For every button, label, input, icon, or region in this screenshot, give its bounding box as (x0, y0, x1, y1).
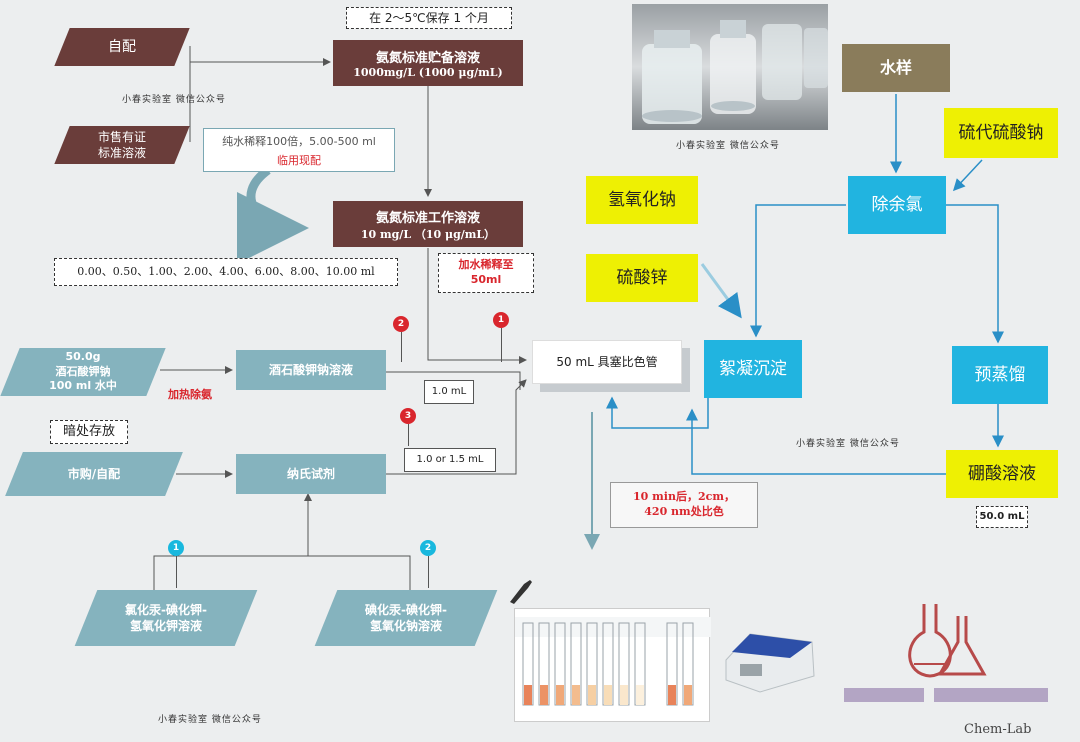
measurement-note: 10 min后，2cm， 420 nm处比色 (610, 482, 758, 528)
flask-icon (900, 598, 990, 682)
commercial-standard-label: 市售有证 标准溶液 (97, 129, 146, 160)
reagent-b-input: 碘化汞-碘化钾- 氢氧化钠溶液 (314, 590, 498, 646)
dilution-red-text: 临用现配 (277, 154, 321, 167)
colorimetric-tube-label: 50 mL 具塞比色管 (556, 354, 658, 369)
working-solution-value: 10 mg/L （10 μg/mL） (360, 227, 496, 241)
marker-3: 3 (400, 408, 416, 424)
reagent-source-label: 市购/自配 (67, 466, 121, 481)
sodium-thiosulfate-box: 硫代硫酸钠 (944, 108, 1058, 158)
marker-1: 1 (493, 312, 509, 328)
volume-1ml: 1.0 mL (424, 380, 474, 404)
boric-acid-box: 硼酸溶液 (946, 450, 1058, 498)
heat-remove-ammonia: 加热除氨 (168, 388, 212, 401)
reagent-a-input: 氯化汞-碘化钾- 氢氧化钾溶液 (74, 590, 258, 646)
nessler-reagent-box: 纳氏试剂 (236, 454, 386, 494)
tartrate-solution-box: 酒石酸钾钠溶液 (236, 350, 386, 390)
flocculation-box: 絮凝沉淀 (704, 340, 802, 398)
tube-rack-drawing (515, 617, 711, 706)
watermark-4: 小春实验室 微信公众号 (158, 715, 262, 725)
remove-chlorine-box: 除余氯 (848, 176, 946, 234)
watermark-1: 小春实验室 微信公众号 (122, 95, 226, 105)
spectrophotometer-icon (720, 620, 820, 696)
working-solution-box: 氨氮标准工作溶液 10 mg/L （10 μg/mL） (333, 201, 523, 247)
pin-1-stem (501, 328, 502, 362)
decorative-bar-1 (844, 688, 924, 702)
zinc-sulfate-box: 硫酸锌 (586, 254, 698, 302)
sodium-tartrate-input: 50.0g 酒石酸钾钠 100 ml 水中 (0, 348, 166, 396)
vials-illustration (642, 20, 828, 124)
tube-rack-illustration (514, 608, 711, 722)
stock-solution-title: 氨氮标准贮备溶液 (375, 51, 480, 66)
reagent-source-input: 市购/自配 (5, 452, 183, 496)
colorimetric-tube-box: 50 mL 具塞比色管 (532, 340, 682, 384)
dilute-to-note: 加水稀释至 50ml (438, 253, 534, 293)
pin-2-stem (401, 332, 402, 362)
dilution-text: 纯水稀释100倍，5.00-500 ml (222, 135, 376, 148)
pin-3-stem (408, 424, 409, 446)
marker-2: 2 (393, 316, 409, 332)
pin-q2-stem (428, 556, 429, 588)
decorative-bar-2 (934, 688, 1048, 702)
watermark-3: 小春实验室 微信公众号 (796, 439, 900, 449)
watermark-2: 小春实验室 微信公众号 (676, 141, 780, 151)
series-volumes: 0.00、0.50、1.00、2.00、4.00、6.00、8.00、10.00… (54, 258, 398, 286)
vials-photo (632, 4, 828, 130)
self-prep-label: 自配 (108, 38, 136, 55)
marker-reagent-2: 2 (420, 540, 436, 556)
predistill-box: 预蒸馏 (952, 346, 1048, 404)
boric-acid-volume: 50.0 mL (976, 506, 1028, 528)
self-prep-input: 自配 (54, 28, 190, 66)
volume-1-or-1.5ml: 1.0 or 1.5 mL (404, 448, 496, 472)
sodium-tartrate-label: 50.0g 酒石酸钾钠 100 ml 水中 (49, 349, 117, 393)
stock-solution-value: 1000mg/L (1000 μg/mL) (353, 66, 503, 79)
reagent-a-label: 氯化汞-碘化钾- 氢氧化钾溶液 (125, 602, 207, 633)
working-solution-title: 氨氮标准工作溶液 (375, 210, 480, 226)
brand-label: Chem-Lab (964, 722, 1032, 737)
dilution-note: 纯水稀释100倍，5.00-500 ml 临用现配 (203, 128, 395, 172)
marker-reagent-1: 1 (168, 540, 184, 556)
pin-q1-stem (176, 556, 177, 588)
water-sample-box: 水样 (842, 44, 950, 92)
commercial-standard-input: 市售有证 标准溶液 (54, 126, 190, 164)
sodium-hydroxide-box: 氢氧化钠 (586, 176, 698, 224)
storage-note: 在 2～5℃保存 1 个月 (346, 7, 512, 29)
reagent-b-label: 碘化汞-碘化钾- 氢氧化钠溶液 (365, 602, 447, 633)
stock-solution-box: 氨氮标准贮备溶液 1000mg/L (1000 μg/mL) (333, 40, 523, 86)
pipette-icon (506, 576, 536, 606)
dark-storage-note: 暗处存放 (50, 420, 128, 444)
